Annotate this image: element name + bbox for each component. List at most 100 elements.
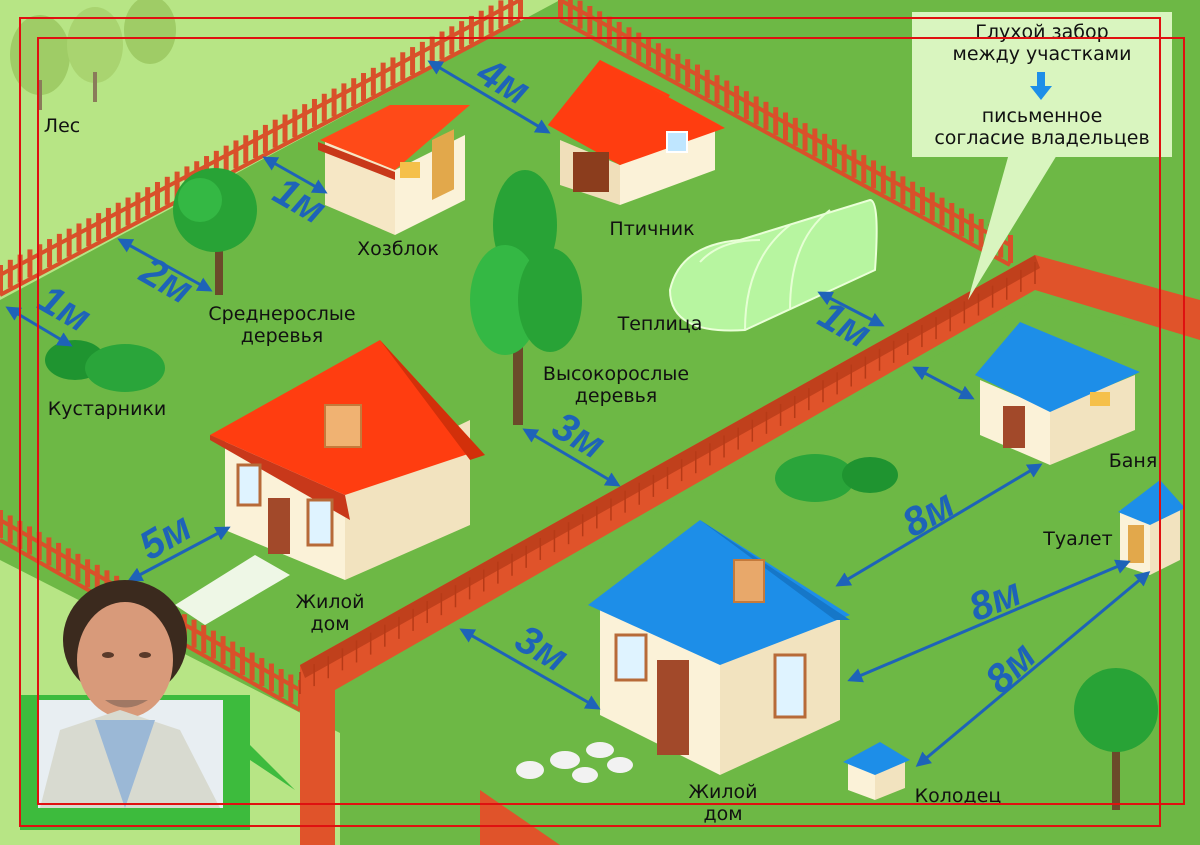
fence-picket xyxy=(145,187,151,216)
label-tall-trees-2: деревья xyxy=(575,385,657,407)
fence-picket xyxy=(802,123,808,152)
fence-picket xyxy=(577,0,583,29)
distance-arrow xyxy=(915,571,1151,767)
fence-picket xyxy=(597,11,603,40)
stepping-stones xyxy=(516,742,633,783)
greenhouse xyxy=(668,198,878,332)
distance-arrow xyxy=(262,156,328,194)
fence-picket xyxy=(831,139,837,168)
fence-picket xyxy=(94,564,100,593)
fence-picket xyxy=(616,21,622,50)
fence-picket xyxy=(880,165,886,194)
tall-tree xyxy=(470,170,582,425)
fence-picket xyxy=(321,93,327,122)
fence-picket xyxy=(27,249,33,278)
bath-building xyxy=(975,322,1140,465)
fence-picket xyxy=(783,112,788,141)
fence-picket xyxy=(919,187,925,216)
fence-picket xyxy=(636,32,642,61)
fence-picket xyxy=(665,48,671,77)
fence-picket xyxy=(47,239,53,268)
fence-picket xyxy=(606,16,612,45)
fence-picket xyxy=(268,663,274,692)
distance-arrow xyxy=(117,238,213,292)
fence-picket xyxy=(56,233,62,262)
fence-picket xyxy=(233,140,239,169)
fence-picket xyxy=(76,223,82,252)
fence-picket xyxy=(822,133,828,162)
fence-picket xyxy=(498,0,504,29)
fence-picket xyxy=(812,128,818,157)
fence-picket xyxy=(646,37,652,66)
fence-picket xyxy=(968,213,974,242)
fence-picket xyxy=(259,658,265,687)
fence-picket xyxy=(478,10,484,39)
fence-picket xyxy=(685,59,691,88)
callout-arrow-down-icon xyxy=(1030,72,1052,100)
fence-picket xyxy=(1008,235,1013,263)
fence-pickets xyxy=(0,0,1013,708)
fence-picket xyxy=(694,64,700,93)
fence-picket xyxy=(36,531,42,560)
fence-picket xyxy=(174,171,180,200)
fence-picket xyxy=(851,149,857,178)
label-house-left-1: Жилой xyxy=(296,591,365,613)
label-medium-trees-1: Среднерослые xyxy=(208,303,355,325)
fence-picket xyxy=(27,526,33,555)
frame-inner xyxy=(37,37,1185,805)
distance-arrow xyxy=(817,291,885,327)
label-house-right-2: дом xyxy=(703,803,742,825)
fence-picket xyxy=(262,124,268,153)
fence-picket xyxy=(626,27,632,56)
fence-picket xyxy=(714,75,720,104)
fence-picket xyxy=(939,197,945,226)
fence-picket xyxy=(292,109,298,138)
fence-picket xyxy=(239,647,245,676)
fence-picket xyxy=(210,630,216,659)
forest-trees xyxy=(10,0,176,110)
fence-picket xyxy=(959,208,965,237)
fence-picket xyxy=(0,265,3,293)
fence-picket xyxy=(871,160,877,189)
fence-picket xyxy=(154,181,160,210)
fence-picket xyxy=(56,542,62,571)
fence-picket xyxy=(449,26,455,55)
house-left xyxy=(175,340,485,625)
medium-tree xyxy=(173,168,257,295)
fence-picket xyxy=(164,176,170,205)
fence-picket xyxy=(900,176,906,205)
distance-arrow xyxy=(912,366,975,400)
fence-picket xyxy=(419,41,425,70)
fence-picket xyxy=(37,244,43,273)
fence-picket xyxy=(429,36,435,65)
label-shed: Хозблок xyxy=(357,238,439,260)
fence-picket xyxy=(213,150,219,179)
fence-picket xyxy=(704,69,710,98)
fence-picket xyxy=(272,119,278,148)
callout-pointer xyxy=(968,150,1060,300)
fence-picket xyxy=(508,0,514,24)
fence-picket xyxy=(249,652,255,681)
fence-picket xyxy=(587,5,593,34)
callout-line-3: письменное xyxy=(982,105,1103,127)
fence-picket xyxy=(370,67,376,96)
fence-picket xyxy=(400,52,406,81)
fence-picket xyxy=(86,218,92,247)
fence-picket xyxy=(85,559,91,588)
fence-picket xyxy=(191,619,197,648)
label-greenhouse: Теплица xyxy=(617,313,703,335)
fence-picket xyxy=(135,192,141,221)
distance-arrows xyxy=(5,60,1151,767)
fence-picket xyxy=(341,83,347,112)
fence-picket xyxy=(66,228,72,257)
fence-picket xyxy=(763,101,769,130)
fence-picket xyxy=(331,88,337,117)
fence-picket xyxy=(890,171,896,200)
fence-picket xyxy=(567,0,573,24)
toilet-building xyxy=(1118,480,1185,575)
author-photo xyxy=(20,580,295,830)
fence-picket xyxy=(743,91,749,120)
fence-picket xyxy=(380,62,386,91)
fence-picket xyxy=(468,15,474,44)
